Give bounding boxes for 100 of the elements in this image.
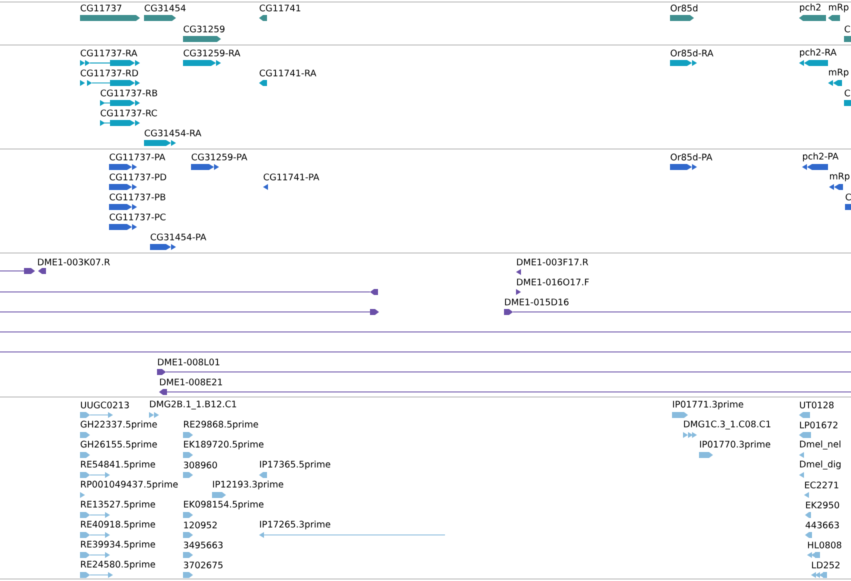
node-label: CG11737-RD xyxy=(80,70,138,76)
feature-glyph: EK098154.5prime xyxy=(183,500,264,518)
feature-glyph: DME1-015D16 xyxy=(504,298,851,315)
feature-glyph: CG11737-PD xyxy=(109,174,166,190)
node-label: IP17365.5prime xyxy=(260,460,330,470)
node-label: RP001049437.5prime xyxy=(81,480,178,490)
node-label: IP12193.3prime xyxy=(213,480,284,490)
node-label: C xyxy=(844,90,850,96)
feature-glyph: mRp xyxy=(828,4,848,21)
node-label: EK098154.5prime xyxy=(184,500,264,510)
node-label: Or85d xyxy=(670,4,698,12)
feature-glyph: DME1-008L01 xyxy=(157,358,851,375)
node-label: C xyxy=(844,26,850,32)
node-label: pch2-PA xyxy=(803,152,838,162)
node-label: GH26155.5prime xyxy=(80,440,157,450)
node-label: CG11737-PB xyxy=(110,194,166,200)
feature-glyph: IP01770.3prime xyxy=(699,440,770,458)
feature-glyph: IP17265.3prime xyxy=(259,520,446,538)
node-label: Or85d-PA xyxy=(670,154,712,160)
node-label: CG11737-RC xyxy=(100,110,157,116)
feature-glyph: Or85d xyxy=(670,4,698,21)
feature-glyph: pch2 xyxy=(799,4,826,21)
node-label: 443663 xyxy=(806,522,839,528)
feature-glyph: RE13527.5prime xyxy=(80,500,156,518)
feature-glyph: EC2271 xyxy=(804,482,838,498)
feature-glyph: DME1-003K07.R xyxy=(0,258,110,274)
feature-glyph: CG31259 xyxy=(183,26,224,42)
node-label: mRp xyxy=(830,172,850,182)
node-label: 120952 xyxy=(184,522,217,528)
feature-glyph: CG11737-RD xyxy=(80,70,140,86)
node-label: Dmel_nel xyxy=(800,440,840,450)
node-label: UUGC0213 xyxy=(80,402,129,408)
node-label: pch2 xyxy=(800,4,820,12)
node-label: DMG1C.3_1.C08.C1 xyxy=(684,420,770,430)
feature-glyph: CG11737-PB xyxy=(109,194,166,210)
node-label: 308960 xyxy=(184,462,217,468)
feature-glyph: Dmel_dig xyxy=(799,460,841,478)
node-label: CG11741-PA xyxy=(264,174,320,180)
feature-glyph: 443663 xyxy=(805,522,839,538)
feature-glyph: CG31454 xyxy=(144,4,186,21)
feature-glyph: RE54841.5prime xyxy=(80,460,156,478)
feature-glyph: GH22337.5prime xyxy=(80,420,157,438)
node-label: LD252 xyxy=(812,562,840,568)
node-label: DME1-008E21 xyxy=(160,378,222,386)
node-label: DME1-015D16 xyxy=(505,298,569,306)
node-label: IP01771.3prime xyxy=(673,400,744,410)
feature-glyph: Or85d-PA xyxy=(670,154,712,170)
feature-glyph: 120952 xyxy=(183,522,217,538)
feature-glyph: CG31454-RA xyxy=(144,130,202,146)
node-label: CG31259-PA xyxy=(192,154,248,160)
node-label: EK2950 xyxy=(806,502,840,508)
node-label: CG31259 xyxy=(184,26,224,32)
node-label: EC2271 xyxy=(805,482,838,488)
feature-glyph: DMG1C.3_1.C08.C1 xyxy=(683,420,770,438)
node-label: CG11737 xyxy=(80,4,122,12)
node-label: EK189720.5prime xyxy=(184,440,264,450)
feature-glyph: CG11741 xyxy=(259,4,300,21)
node-label: CG11741 xyxy=(260,4,300,12)
feature-glyph: CG11741-RA xyxy=(259,70,316,86)
node-label: C xyxy=(846,194,851,200)
feature-glyph: RE39934.5prime xyxy=(80,540,156,558)
feature-glyph: EK2950 xyxy=(805,502,840,518)
feature-glyph: GH26155.5prime xyxy=(80,440,157,458)
feature-glyph: Or85d-RA xyxy=(670,50,714,66)
feature-glyph: CG31259-PA xyxy=(191,154,248,170)
feature-glyph: RE40918.5prime xyxy=(80,520,156,538)
node-label: mRp xyxy=(829,68,848,78)
feature-glyph: LP01672 xyxy=(799,422,838,438)
feature-glyph: C xyxy=(845,194,851,210)
feature-glyph: EK189720.5prime xyxy=(183,440,264,458)
node-label: CG11737-PD xyxy=(110,174,166,180)
feature-glyph: UUGC0213 xyxy=(80,402,129,418)
feature-glyph: CG31259-RA xyxy=(183,50,240,66)
node-label: RE39934.5prime xyxy=(81,540,156,550)
feature-glyph: DME1-008E21 xyxy=(159,378,851,395)
feature-glyph: CG11737 xyxy=(80,4,140,21)
feature-glyph: CG11737-RB xyxy=(100,90,158,106)
node-label: IP17265.3prime xyxy=(260,520,330,530)
node-label: HL0808 xyxy=(808,542,842,548)
node-label: CG11741-RA xyxy=(260,70,316,76)
feature-glyph: CG11737-RC xyxy=(100,110,157,126)
feature-glyph: DMG2B.1_1.B12.C1 xyxy=(149,400,236,418)
feature-glyph: CG11737-PA xyxy=(109,154,166,170)
feature-glyph: mRp xyxy=(829,172,850,190)
node-label: RE54841.5prime xyxy=(81,460,156,470)
feature-glyph: pch2-PA xyxy=(802,152,838,170)
node-label: CG31454-PA xyxy=(150,234,206,240)
node-label: CG11737-PA xyxy=(110,154,166,160)
node-label: CG11737-PC xyxy=(110,214,166,220)
node-label: 3702675 xyxy=(184,562,222,568)
feature-glyph: DME1-003F17.R xyxy=(516,258,588,275)
feature-glyph: 3495663 xyxy=(183,542,223,558)
feature-glyph: 3702675 xyxy=(183,562,222,578)
node-label: CG31454 xyxy=(144,4,186,12)
feature-glyph: DME1-016O17.F xyxy=(516,278,589,295)
feature-glyph: Dmel_nel xyxy=(799,440,840,458)
node-label: RE40918.5prime xyxy=(81,520,156,530)
feature-glyph: CG31454-PA xyxy=(150,234,206,250)
feature-glyph: CG11737-PC xyxy=(109,214,166,230)
feature-glyph: RP001049437.5prime xyxy=(80,480,178,498)
